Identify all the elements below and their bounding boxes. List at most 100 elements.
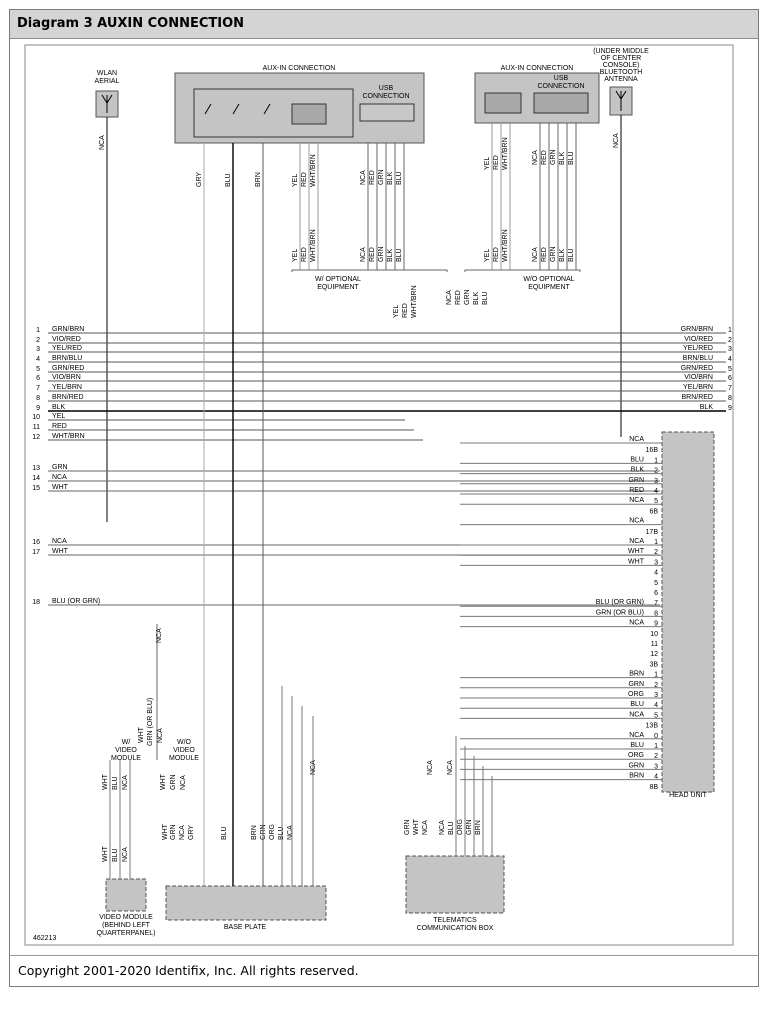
- telematics-label: COMMUNICATION BOX: [417, 925, 494, 932]
- head-unit-pin-label: BRN: [629, 773, 644, 780]
- diagram-frame: [24, 44, 734, 946]
- usb-right-wire-label: BLK: [559, 151, 566, 165]
- base-plate-label: BASE PLATE: [224, 924, 267, 931]
- head-unit-pin-number: 4: [654, 774, 658, 781]
- usb-connection-left-label: CONNECTION: [362, 93, 409, 100]
- switch-contact: [204, 103, 212, 115]
- head-unit-pin-number: 3: [654, 559, 658, 566]
- telematics-wire-label: GRN: [466, 819, 473, 835]
- mid-left-wire-label: YEL: [393, 305, 400, 318]
- head-unit-pin-number: 3: [654, 763, 658, 770]
- head-unit-pin-number: 1: [654, 457, 658, 464]
- switch-contact: [263, 103, 271, 115]
- head-unit-pin-label: BLU: [630, 742, 644, 749]
- head-unit-pin-number: 5: [654, 712, 658, 719]
- head-unit-pin-number: 3B: [649, 661, 658, 668]
- head-unit-pin-label: GRN: [628, 762, 644, 769]
- head-unit-pin-number: 8: [654, 610, 658, 617]
- copyright-text: Copyright 2001-2020 Identifix, Inc. All …: [18, 963, 359, 978]
- usb-right-wire-label: RED: [541, 150, 548, 165]
- video-module-wire-label: WHT: [102, 773, 109, 790]
- usb-left-wire-label: BLK: [387, 171, 394, 185]
- head-unit-pin-number: 1: [654, 539, 658, 546]
- head-unit-pin-number: 2: [654, 549, 658, 556]
- bus-label-right: GRN/RED: [681, 365, 713, 372]
- usb-connection-right-label: CONNECTION: [537, 83, 584, 90]
- nca-wire-label: NCA: [156, 628, 163, 643]
- head-unit-pin-number: 3: [654, 478, 658, 485]
- head-unit-pin-label: GRN: [628, 681, 644, 688]
- head-unit-pin-number: 11: [651, 641, 658, 648]
- head-unit-pin-number: 6B: [649, 508, 658, 515]
- video-module-wire-label: NCA: [122, 775, 129, 790]
- antenna-icon: [620, 90, 627, 100]
- aux-right-wire-label: YEL: [484, 157, 491, 170]
- bluetooth-antenna-label: BLUETOOTH: [600, 69, 643, 76]
- video-module-wire-label: NCA: [122, 847, 129, 862]
- footer-divider: [9, 955, 759, 956]
- aux-right-wire-label: RED: [493, 247, 500, 262]
- bus-label-left: WHT: [52, 548, 69, 555]
- head-unit-pin-number: 16B: [646, 447, 659, 454]
- bus-label-left: WHT: [52, 484, 69, 491]
- video-module-wire-label: BLU: [112, 848, 119, 862]
- diagram-page: Diagram 3 AUXIN CONNECTION: [9, 9, 759, 987]
- bt-wire-label: NCA: [613, 133, 620, 148]
- bus-label-left: YEL/RED: [52, 345, 82, 352]
- bus-number-right: 5: [728, 366, 732, 373]
- head-unit-pin-number: 4: [654, 488, 658, 495]
- bus-number-right: 9: [728, 405, 732, 412]
- auxin-connection-right-label: AUX-IN CONNECTION: [501, 65, 574, 72]
- base-plate-box: [165, 885, 327, 921]
- aux-right-wire-label: YEL: [484, 249, 491, 262]
- head-unit-label: HEAD UNIT: [669, 792, 707, 799]
- head-unit-pin-label: NCA: [629, 732, 644, 739]
- with-video-label: MODULE: [111, 755, 141, 762]
- bus-label-left: WHT/BRN: [52, 433, 85, 440]
- bus-number-left: 3: [36, 346, 40, 353]
- bluetooth-antenna-label: ANTENNA: [604, 76, 638, 83]
- aux-right-wire-label: RED: [493, 155, 500, 170]
- head-unit-box: [661, 431, 715, 793]
- usb-right-wire-label: NCA: [532, 150, 539, 165]
- option-bracket: [464, 269, 581, 272]
- mid-left-wire-label: RED: [402, 303, 409, 318]
- telematics-wire-label: ORG: [457, 819, 464, 835]
- bus-number-right: 4: [728, 356, 732, 363]
- head-unit-pin-label: NCA: [629, 518, 644, 525]
- head-unit-pin-number: 6: [654, 590, 658, 597]
- telematics-box: [405, 855, 505, 914]
- head-unit-pin-label: BLK: [631, 467, 645, 474]
- figure-number: 462213: [33, 935, 56, 942]
- bus-number-left: 5: [36, 366, 40, 373]
- aux-left-wire-label: WHT/BRN: [310, 154, 317, 187]
- with-video-label: W/: [122, 739, 131, 746]
- head-unit-pin-label: GRN: [628, 477, 644, 484]
- bus-label-right: YEL/BRN: [683, 384, 713, 391]
- video-module-label: (BEHIND LEFT: [102, 922, 151, 929]
- with-video-label: VIDEO: [115, 747, 137, 754]
- bus-number-right: 7: [728, 385, 732, 392]
- usb-connector-right: [533, 92, 589, 114]
- bus-label-left: VIO/BRN: [52, 374, 81, 381]
- bus-number-left: 15: [32, 485, 40, 492]
- bus-number-left: 7: [36, 385, 40, 392]
- head-unit-pin-number: 10: [650, 631, 658, 638]
- head-unit-pin-label: BRN: [629, 671, 644, 678]
- antenna-icon: [101, 94, 108, 104]
- bus-number-left: 2: [36, 337, 40, 344]
- telematics-wire-label: WHT: [413, 818, 420, 835]
- bus-label-right: YEL/RED: [683, 345, 713, 352]
- bus-number-left: 16: [32, 539, 40, 546]
- antenna-icon: [615, 90, 622, 100]
- aux-jack-outline: [193, 88, 354, 138]
- base-plate-wire-label: GRN: [170, 824, 177, 840]
- bus-number-left: 12: [32, 434, 40, 441]
- usb-right-wire-label: NCA: [532, 247, 539, 262]
- bluetooth-antenna-label: OF CENTER: [601, 55, 641, 62]
- bus-number-left: 17: [32, 549, 40, 556]
- video-module-wire-label: BLU: [112, 776, 119, 790]
- bus-number-left: 11: [33, 424, 40, 431]
- bus-number-left: 1: [36, 327, 40, 334]
- wlan-aerial-label: AERIAL: [95, 78, 120, 85]
